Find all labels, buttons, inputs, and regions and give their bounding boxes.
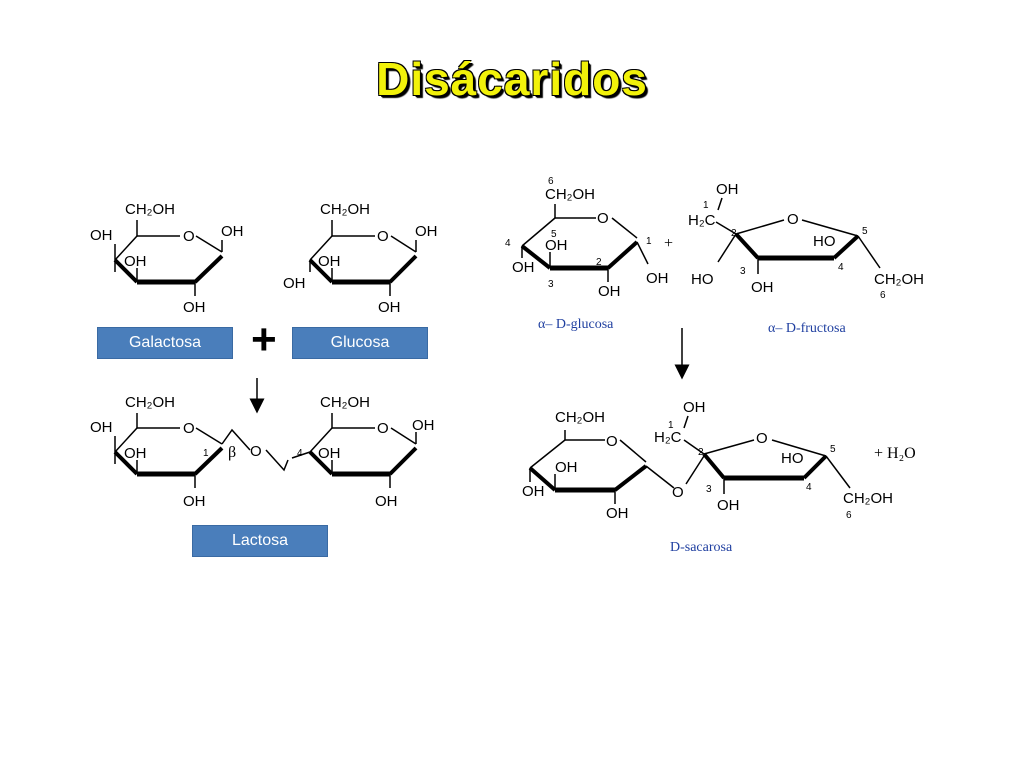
galactose-oh-c2: OH <box>183 299 206 316</box>
lactose-gal-ring-o: O <box>183 420 195 437</box>
afru-ho-c4: HO <box>813 233 836 250</box>
water-product: + H₂O <box>874 445 916 462</box>
lactose-glc-oh-c3: OH <box>318 445 341 462</box>
lactose-c4: 4 <box>297 448 303 459</box>
lactose-glc-oh-c2: OH <box>375 493 398 510</box>
aglc-c5: 5 <box>551 229 557 240</box>
alpha-glucose-structure: 6 CH₂OH O 5 4 1 3 2 OH OH OH OH <box>505 176 669 300</box>
suc-c6: 6 <box>846 510 852 521</box>
slide-title: Disácaridos <box>376 53 648 105</box>
suc-fru-ho-c4: HO <box>781 450 804 467</box>
suc-glc-ch2oh: CH₂OH <box>555 409 605 426</box>
monosaccharide-plus: + <box>664 235 673 252</box>
suc-c1: 1 <box>668 420 674 431</box>
sucrose-name: D-sacarosa <box>670 540 733 555</box>
afru-c1: 1 <box>703 200 709 211</box>
aglc-c2: 2 <box>596 257 602 268</box>
glucose-ch2oh: CH₂OH <box>320 201 370 218</box>
suc-fru-oh-c1: OH <box>683 399 706 416</box>
lactose-beta: β <box>228 444 236 461</box>
aglc-c4: 4 <box>505 238 511 249</box>
afru-oh-c3: OH <box>751 279 774 296</box>
lactose-glc-oh-c1: OH <box>412 417 435 434</box>
afru-h2c: H₂C <box>688 212 716 229</box>
lactose-glc-ring-o: O <box>377 420 389 437</box>
lactose-structure: O β 1 4 CH₂OH O OH OH OH CH₂OH O OH OH O… <box>90 394 435 510</box>
aglc-oh-c1: OH <box>646 270 669 287</box>
afru-c5: 5 <box>862 226 868 237</box>
glucose-oh-c2: OH <box>378 299 401 316</box>
glucose-structure: CH₂OH O OH OH OH OH <box>283 201 438 316</box>
suc-c3: 3 <box>706 484 712 495</box>
afru-ch2oh: CH₂OH <box>874 271 924 288</box>
sucrose-structure: CH₂OH O OH OH OH O OH 1 H₂C O 2 3 4 5 6 … <box>522 399 893 522</box>
lactose-glc-ch2oh: CH₂OH <box>320 394 370 411</box>
glucose-oh-c4: OH <box>283 275 306 292</box>
suc-fru-ch2oh: CH₂OH <box>843 490 893 507</box>
galactose-ring-o: O <box>183 228 195 245</box>
aglc-ch2oh: CH₂OH <box>545 186 595 203</box>
lactose-gal-oh-c2: OH <box>183 493 206 510</box>
afru-c3: 3 <box>740 266 746 277</box>
galactose-ch2oh: CH₂OH <box>125 201 175 218</box>
suc-glc-oh-c3: OH <box>555 459 578 476</box>
alpha-glucose-name: α– D-glucosa <box>538 317 614 332</box>
aglc-c1: 1 <box>646 236 652 247</box>
aglc-c6: 6 <box>548 176 554 187</box>
glucosa-label: Glucosa <box>292 327 428 359</box>
aglc-c3: 3 <box>548 279 554 290</box>
galactose-oh-c4: OH <box>90 227 113 244</box>
suc-glycosidic-o: O <box>672 484 684 501</box>
aglc-ring-o: O <box>597 210 609 227</box>
aglc-oh-c4: OH <box>512 259 535 276</box>
suc-c2: 2 <box>698 447 704 458</box>
lactosa-label: Lactosa <box>192 525 328 557</box>
galactose-structure: CH₂OH O OH OH OH OH <box>90 201 244 316</box>
afru-ring-o: O <box>787 211 799 228</box>
glucose-oh-c1: OH <box>415 223 438 240</box>
lactose-gal-oh-c3: OH <box>124 445 147 462</box>
galactosa-label: Galactosa <box>97 327 233 359</box>
lactose-gal-ch2oh: CH₂OH <box>125 394 175 411</box>
glucose-ring-o: O <box>377 228 389 245</box>
afru-c6: 6 <box>880 290 886 301</box>
suc-c5: 5 <box>830 444 836 455</box>
suc-glc-oh-c4: OH <box>522 483 545 500</box>
afru-ho-c2: HO <box>691 271 714 288</box>
afru-c2: 2 <box>731 228 737 239</box>
lactose-glycosidic-o: O <box>250 443 262 460</box>
lactose-c1: 1 <box>203 448 209 459</box>
suc-glc-ring-o: O <box>606 433 618 450</box>
suc-h2c: H₂C <box>654 429 682 446</box>
afru-oh-c1: OH <box>716 181 739 198</box>
afru-c4: 4 <box>838 262 844 273</box>
suc-glc-oh-c2: OH <box>606 505 629 522</box>
lactose-gal-oh-c4: OH <box>90 419 113 436</box>
galactose-oh-c1: OH <box>221 223 244 240</box>
aglc-oh-c2: OH <box>598 283 621 300</box>
suc-fru-ring-o: O <box>756 430 768 447</box>
aglc-oh-c3: OH <box>545 237 568 254</box>
galactose-oh-c3: OH <box>124 253 147 270</box>
glucose-oh-c3: OH <box>318 253 341 270</box>
suc-c4: 4 <box>806 482 812 493</box>
plus-sign: + <box>251 315 277 364</box>
alpha-fructose-name: α– D-fructosa <box>768 321 846 336</box>
alpha-fructose-structure: OH 1 H₂C O 2 3 4 5 6 HO HO OH CH₂OH <box>688 181 924 301</box>
suc-fru-oh-c3: OH <box>717 497 740 514</box>
